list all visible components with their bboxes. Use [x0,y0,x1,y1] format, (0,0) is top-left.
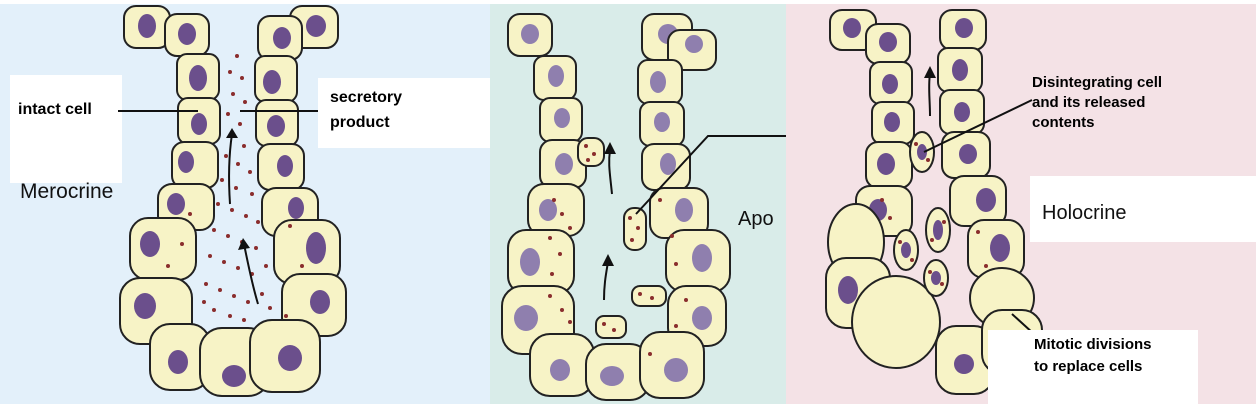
disintegrating-cell-label-line2: and its released [1032,94,1146,111]
apocrine-gland-illustration [501,13,788,401]
intact-cell-label: intact cell [18,101,92,118]
disintegrating-cell-label-line3: contents [1032,114,1095,131]
secretory-product-label-line2: product [330,114,390,131]
secretory-product-leader-line [240,110,318,112]
holocrine-panel: Disintegrating cell and its released con… [786,4,1256,404]
holocrine-gland-illustration [825,9,1043,395]
merocrine-gland-illustration [119,5,347,397]
holocrine-title: Holocrine [1042,202,1127,224]
apocrine-title-truncated: Apo [738,208,774,230]
mitotic-label-box [988,330,1198,404]
secretory-product-label-line1: secretory [330,89,403,106]
disintegrating-cell-label-line1: Disintegrating cell [1032,74,1163,91]
intact-cell-label-box [10,75,122,183]
merocrine-title: Merocrine [20,180,114,203]
intact-cell-leader-line [118,110,198,112]
apocrine-panel: Apo [490,4,788,404]
secretory-label-box [318,78,490,148]
holocrine-title-box [1030,176,1256,242]
mitotic-divisions-label-line1: Mitotic divisions [1034,336,1152,353]
mitotic-divisions-label-line2: to replace cells [1034,358,1143,375]
merocrine-panel: intact cell secretory product Merocrine [0,4,492,404]
